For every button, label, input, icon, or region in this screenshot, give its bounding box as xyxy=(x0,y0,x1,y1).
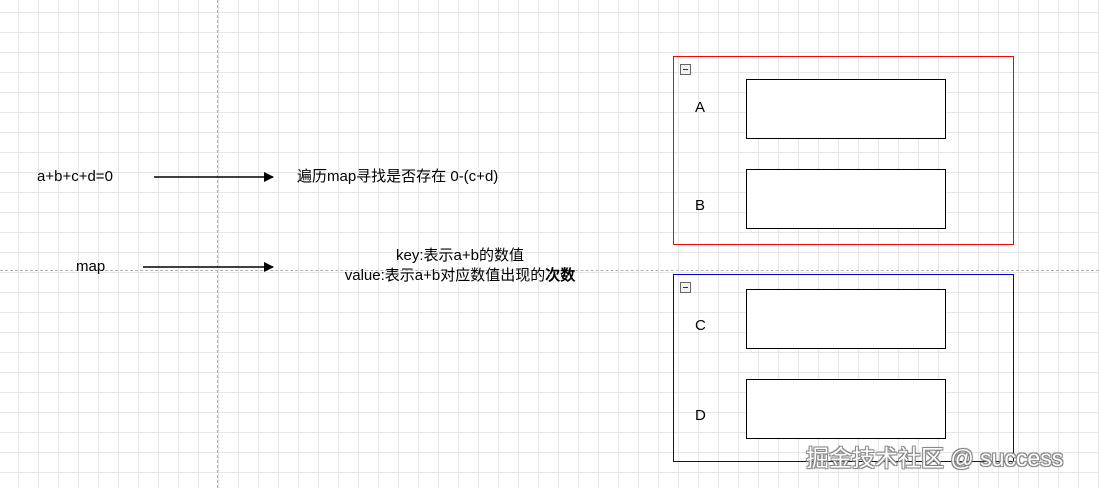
guide-line-horizontal xyxy=(0,270,1099,271)
group-cd[interactable] xyxy=(673,274,1014,462)
map-value-line: value:表示a+b对应数值出现的次数 xyxy=(310,266,610,286)
map-value-bold: 次数 xyxy=(545,267,576,284)
node-label-a: A xyxy=(695,99,706,116)
guide-line-vertical xyxy=(217,0,218,488)
search-description: 遍历map寻找是否存在 0-(c+d) xyxy=(297,168,499,185)
node-label-b: B xyxy=(695,197,706,214)
group-ab[interactable] xyxy=(673,56,1014,245)
node-box-c[interactable] xyxy=(746,289,946,349)
equation-label: a+b+c+d=0 xyxy=(37,168,113,185)
node-label-d: D xyxy=(695,407,706,424)
map-description: key:表示a+b的数值 value:表示a+b对应数值出现的次数 xyxy=(310,246,610,286)
collapse-icon[interactable] xyxy=(680,282,691,293)
watermark: 掘金技术社区 @ success xyxy=(806,445,1064,471)
map-key-line: key:表示a+b的数值 xyxy=(396,247,524,264)
node-label-c: C xyxy=(695,317,706,334)
collapse-icon[interactable] xyxy=(680,64,691,75)
node-box-a[interactable] xyxy=(746,79,946,139)
node-box-d[interactable] xyxy=(746,379,946,439)
map-label: map xyxy=(76,258,106,275)
map-value-text: value:表示a+b对应数值出现的 xyxy=(344,267,546,284)
node-box-b[interactable] xyxy=(746,169,946,229)
